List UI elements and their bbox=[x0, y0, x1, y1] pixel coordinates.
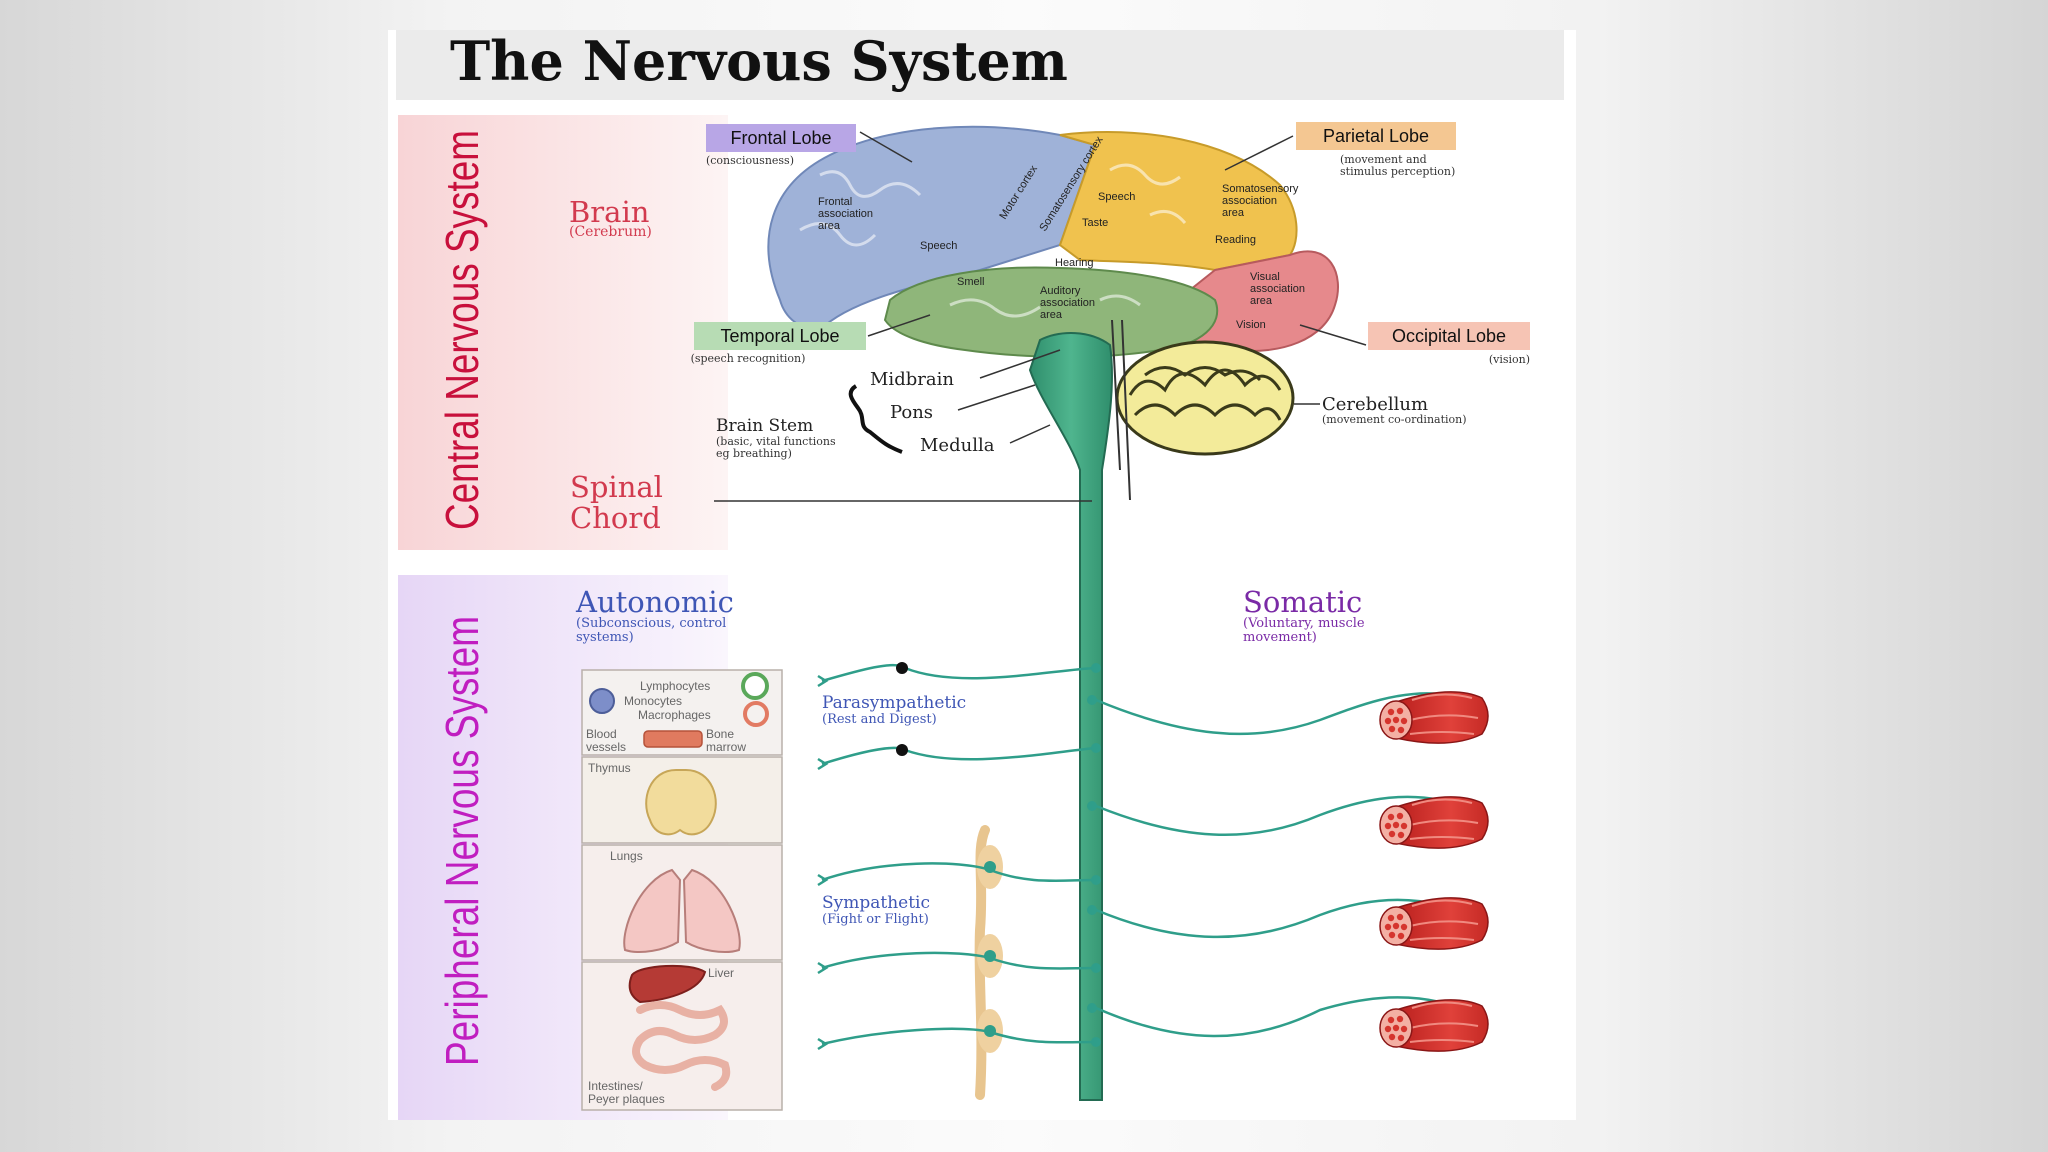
speech-upper-label: Speech bbox=[1098, 191, 1135, 203]
cns-band bbox=[398, 115, 728, 550]
autonomic-sublabel-1: (Subconscious, control bbox=[576, 616, 726, 631]
occipital-lobe-sublabel: (vision) bbox=[1489, 353, 1530, 366]
frontal-assoc-label-1: Frontal bbox=[818, 196, 852, 208]
occipital-lobe-box bbox=[1368, 322, 1530, 350]
brainstem-sublabel-2: eg breathing) bbox=[716, 447, 792, 460]
intestines-label-1: Intestines/ bbox=[588, 1079, 643, 1093]
hearing-label: Hearing bbox=[1055, 257, 1094, 269]
auditory-assoc-label-3: area bbox=[1040, 309, 1063, 321]
somatosensory-assoc-label-1: Somatosensory bbox=[1222, 183, 1299, 195]
cns-label: Central Nervous System bbox=[436, 130, 488, 530]
thymus-label: Thymus bbox=[588, 761, 631, 775]
frontal-assoc-label-3: area bbox=[818, 220, 841, 232]
lymphocytes-label: Lymphocytes bbox=[640, 679, 710, 693]
brainstem-sublabel-1: (basic, vital functions bbox=[716, 435, 836, 448]
medulla-label: Medulla bbox=[920, 435, 995, 456]
cerebellum-illustration bbox=[1115, 340, 1295, 456]
temporal-lobe-box bbox=[694, 322, 866, 350]
organ-panels: Lymphocytes Monocytes Macrophages Blood … bbox=[581, 669, 783, 1111]
liver-organ bbox=[628, 964, 707, 1004]
frontal-lobe-box bbox=[706, 124, 856, 152]
liver-label: Liver bbox=[708, 966, 734, 980]
intestines-label-2: Peyer plaques bbox=[588, 1092, 665, 1106]
temporal-lobe-label: Temporal Lobe bbox=[720, 326, 839, 346]
temporal-lobe-sublabel: (speech recognition) bbox=[691, 352, 806, 365]
somatosensory-assoc-label-3: area bbox=[1222, 207, 1245, 219]
sympathetic-label: Sympathetic bbox=[822, 893, 930, 913]
parietal-lobe-box bbox=[1296, 122, 1456, 150]
intestines-organ bbox=[632, 1001, 731, 1091]
vision-label: Vision bbox=[1236, 319, 1266, 331]
brainstem-label: Brain Stem bbox=[716, 416, 813, 436]
sympathetic-sublabel: (Fight or Flight) bbox=[822, 912, 929, 927]
lungs-label: Lungs bbox=[610, 849, 643, 863]
nerve-ends bbox=[817, 674, 829, 1051]
temporal-lobe bbox=[883, 266, 1218, 358]
lungs-organ bbox=[623, 868, 741, 953]
cerebellum-label: Cerebellum bbox=[1322, 394, 1428, 415]
somatic-sublabel-1: (Voluntary, muscle bbox=[1243, 616, 1365, 631]
parietal-lobe-sublabel-2: stimulus perception) bbox=[1340, 165, 1455, 178]
midbrain-label: Midbrain bbox=[870, 369, 954, 390]
frontal-assoc-label-2: association bbox=[818, 208, 873, 220]
parasympathetic-sublabel: (Rest and Digest) bbox=[822, 712, 937, 727]
brain-label: Brain bbox=[569, 195, 649, 229]
reading-label: Reading bbox=[1215, 234, 1256, 246]
visual-assoc-label-1: Visual bbox=[1250, 271, 1280, 283]
occipital-lobe-label: Occipital Lobe bbox=[1392, 326, 1506, 346]
thymus-organ bbox=[645, 769, 717, 836]
spinal-label-2: Chord bbox=[570, 501, 661, 535]
brain-illustration bbox=[767, 125, 1339, 358]
pns-label: Peripheral Nervous System bbox=[436, 616, 488, 1066]
bone-marrow-label-2: marrow bbox=[706, 740, 746, 754]
parietal-lobe-label: Parietal Lobe bbox=[1323, 126, 1429, 146]
auditory-assoc-label-2: association bbox=[1040, 297, 1095, 309]
pons-label: Pons bbox=[890, 402, 933, 423]
auditory-assoc-label-1: Auditory bbox=[1040, 285, 1081, 297]
frontal-lobe-label: Frontal Lobe bbox=[730, 128, 831, 148]
somatic-label: Somatic bbox=[1243, 585, 1362, 619]
somatic-nerves bbox=[1095, 692, 1441, 1038]
blood-vessels-label-2: vessels bbox=[586, 740, 626, 754]
frontal-lobe-sublabel: (consciousness) bbox=[706, 154, 794, 167]
parasympathetic-ganglia bbox=[896, 662, 908, 756]
parasympathetic-label: Parasympathetic bbox=[822, 693, 966, 713]
smell-label: Smell bbox=[957, 276, 985, 288]
parietal-lobe-sublabel-1: (movement and bbox=[1340, 153, 1427, 166]
somatosensory-assoc-label-2: association bbox=[1222, 195, 1277, 207]
brainstem-brace bbox=[848, 384, 903, 454]
autonomic-nerves bbox=[821, 663, 1097, 1046]
page-title: The Nervous System bbox=[450, 29, 1068, 93]
taste-label: Taste bbox=[1082, 217, 1108, 229]
autonomic-sublabel-2: systems) bbox=[576, 630, 634, 645]
macrophages-label: Macrophages bbox=[638, 708, 711, 722]
autonomic-label: Autonomic bbox=[575, 585, 734, 619]
brain-sublabel: (Cerebrum) bbox=[569, 224, 652, 240]
visual-assoc-label-2: association bbox=[1250, 283, 1305, 295]
spinal-nodes bbox=[1087, 663, 1101, 1047]
somatic-sublabel-2: movement) bbox=[1243, 630, 1317, 645]
sympathetic-ganglia bbox=[977, 845, 1003, 1053]
cerebellum-sublabel: (movement co-ordination) bbox=[1322, 413, 1467, 426]
speech-lower-label: Speech bbox=[920, 240, 957, 252]
bone-marrow-label-1: Bone bbox=[706, 727, 734, 741]
lungs-panel bbox=[581, 844, 783, 961]
title-bar bbox=[396, 30, 1564, 100]
spinal-label-1: Spinal bbox=[570, 470, 663, 504]
monocytes-label: Monocytes bbox=[624, 694, 682, 708]
blood-vessels-label-1: Blood bbox=[586, 727, 617, 741]
visual-assoc-label-3: area bbox=[1250, 295, 1273, 307]
